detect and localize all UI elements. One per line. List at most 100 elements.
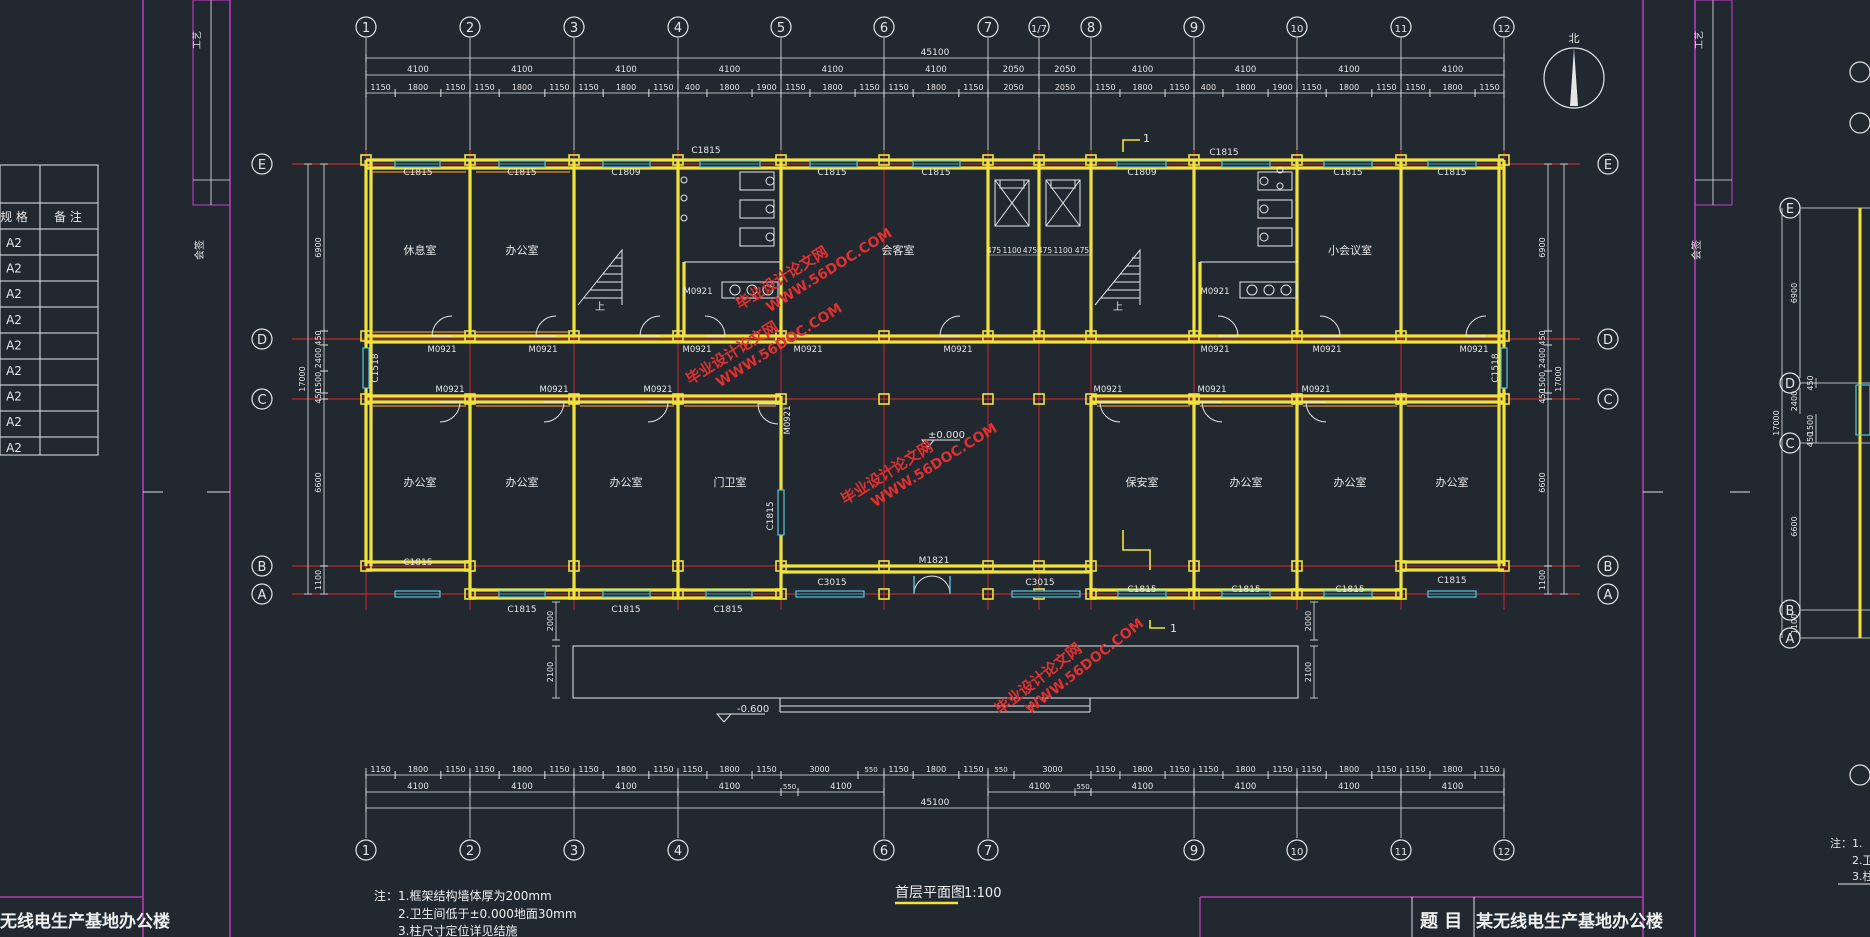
column [1085,560,1097,572]
axis-label-col: 8 [1087,21,1095,36]
outdoor-level-label: -0.600 [737,704,769,715]
dim-text: 1150 [1301,83,1321,92]
column [775,330,787,342]
column [1085,154,1097,166]
dim-text: 1800 [408,765,428,774]
column [878,330,890,342]
window-vertical [777,489,785,536]
windows [362,160,1508,598]
column [878,560,890,572]
window-label: C1815 [817,168,846,178]
column [360,393,372,405]
dim-text: 1800 [822,83,842,92]
dim-text: 4100 [719,65,741,75]
axis-label-col: 6 [880,21,888,36]
window-label: C1815 [507,605,536,615]
column [775,154,787,166]
window-vertical [1500,347,1508,389]
left-table-cell: A2 [6,338,22,352]
dim-text: 4100 [1132,65,1154,75]
note-2: 2.卫生间低于±0.000地面30mm [398,907,577,921]
column [568,588,580,600]
door-swing [431,315,453,337]
right-stamp-text: 工艺 [1694,31,1705,49]
door-swing [647,401,669,423]
dim-text: 45100 [921,798,950,808]
left-panel-project-name: 无线电生产基地办公楼 [0,911,170,932]
column [1033,154,1045,166]
column [672,560,684,572]
dim-text: 1800 [408,83,428,92]
axis-bubble [251,555,273,577]
north-arrow-icon [1570,48,1578,106]
door-label-vertical: M0921 [783,406,793,435]
ground-level-label: ±0.000 [928,430,965,441]
dim-text: 550 [864,766,877,774]
axis-bubble [1390,839,1412,861]
window-label: C1815 [921,168,950,178]
axis-label-row: D [1603,333,1613,348]
dim-text: 400 [1201,83,1216,92]
section-mark-bottom: 1 [1170,622,1177,635]
axis-bubble [563,839,585,861]
toilet-left [680,171,780,299]
dim-text: 2050 [1003,65,1025,75]
door-swing [1217,315,1239,337]
door-swing [639,315,661,337]
door-label: M0921 [794,345,823,355]
door-label: M0921 [529,345,558,355]
column [1395,588,1407,600]
dim-text: 1150 [653,765,673,774]
dim-text: 1150 [1405,765,1425,774]
column [672,588,684,600]
dim-text: 1800 [1442,765,1462,774]
door-swing [1465,315,1487,337]
dim-text: 4100 [1338,782,1360,792]
axis-label-col: 1 [362,844,370,859]
dim-text: 3000 [1042,765,1062,774]
level-marks: ±0.000 -0.600 [715,430,965,723]
dim-text: 4100 [511,782,533,792]
axis-bubble [1597,153,1619,175]
left-table-cell: A2 [6,236,22,250]
window-label: C1815 [403,168,432,178]
window-label: C1809 [611,168,640,178]
left-panel: 规 格备 注A2A2A2A2A2A2A2A2A2工艺会签 [0,0,231,456]
window-label: C1815 [691,146,720,156]
dim-text: 1800 [616,83,636,92]
dim-text: 1150 [1479,83,1499,92]
axis-bubble [977,16,999,38]
axis-bubble [251,153,273,175]
dim-text-vertical: 2000 [1304,611,1313,631]
dim-text: 2050 [1003,83,1023,92]
dim-text: 1150 [1169,765,1189,774]
column [1291,560,1303,572]
room-label: 办公室 [610,475,643,489]
window-label-vertical: C1518 [371,353,381,382]
dim-text: 1800 [1339,83,1359,92]
axis-bubble [563,16,585,38]
dim-text-vertical: 6600 [314,472,323,492]
column [878,393,890,405]
window-label: C1815 [1437,576,1466,586]
title-block-topic-label: 题 目 [1420,911,1462,932]
axis-bubble [355,839,377,861]
window-vertical [362,347,370,389]
right-dim-text: 6600 [1790,516,1799,536]
dim-text: 4100 [1132,782,1154,792]
column [1085,588,1097,600]
column [1188,560,1200,572]
elevator-dim-text: 475 [1038,246,1053,255]
dim-text: 4100 [822,65,844,75]
axis-bubble [1390,16,1412,38]
left-table-cell: A2 [6,313,22,327]
dim-text-vertical: 450 [1538,388,1547,403]
dim-text-vertical: 450 [314,388,323,403]
right-panel: 工艺会签EDCBA6900450240015004506600110017000… [1690,0,1870,885]
dim-text: 4100 [407,65,429,75]
door-label: M0921 [1198,385,1227,395]
window-label: C1809 [1127,168,1156,178]
axis-label-row: E [1604,158,1612,173]
left-table-cell: A2 [6,390,22,404]
door-label: M0921 [1302,385,1331,395]
